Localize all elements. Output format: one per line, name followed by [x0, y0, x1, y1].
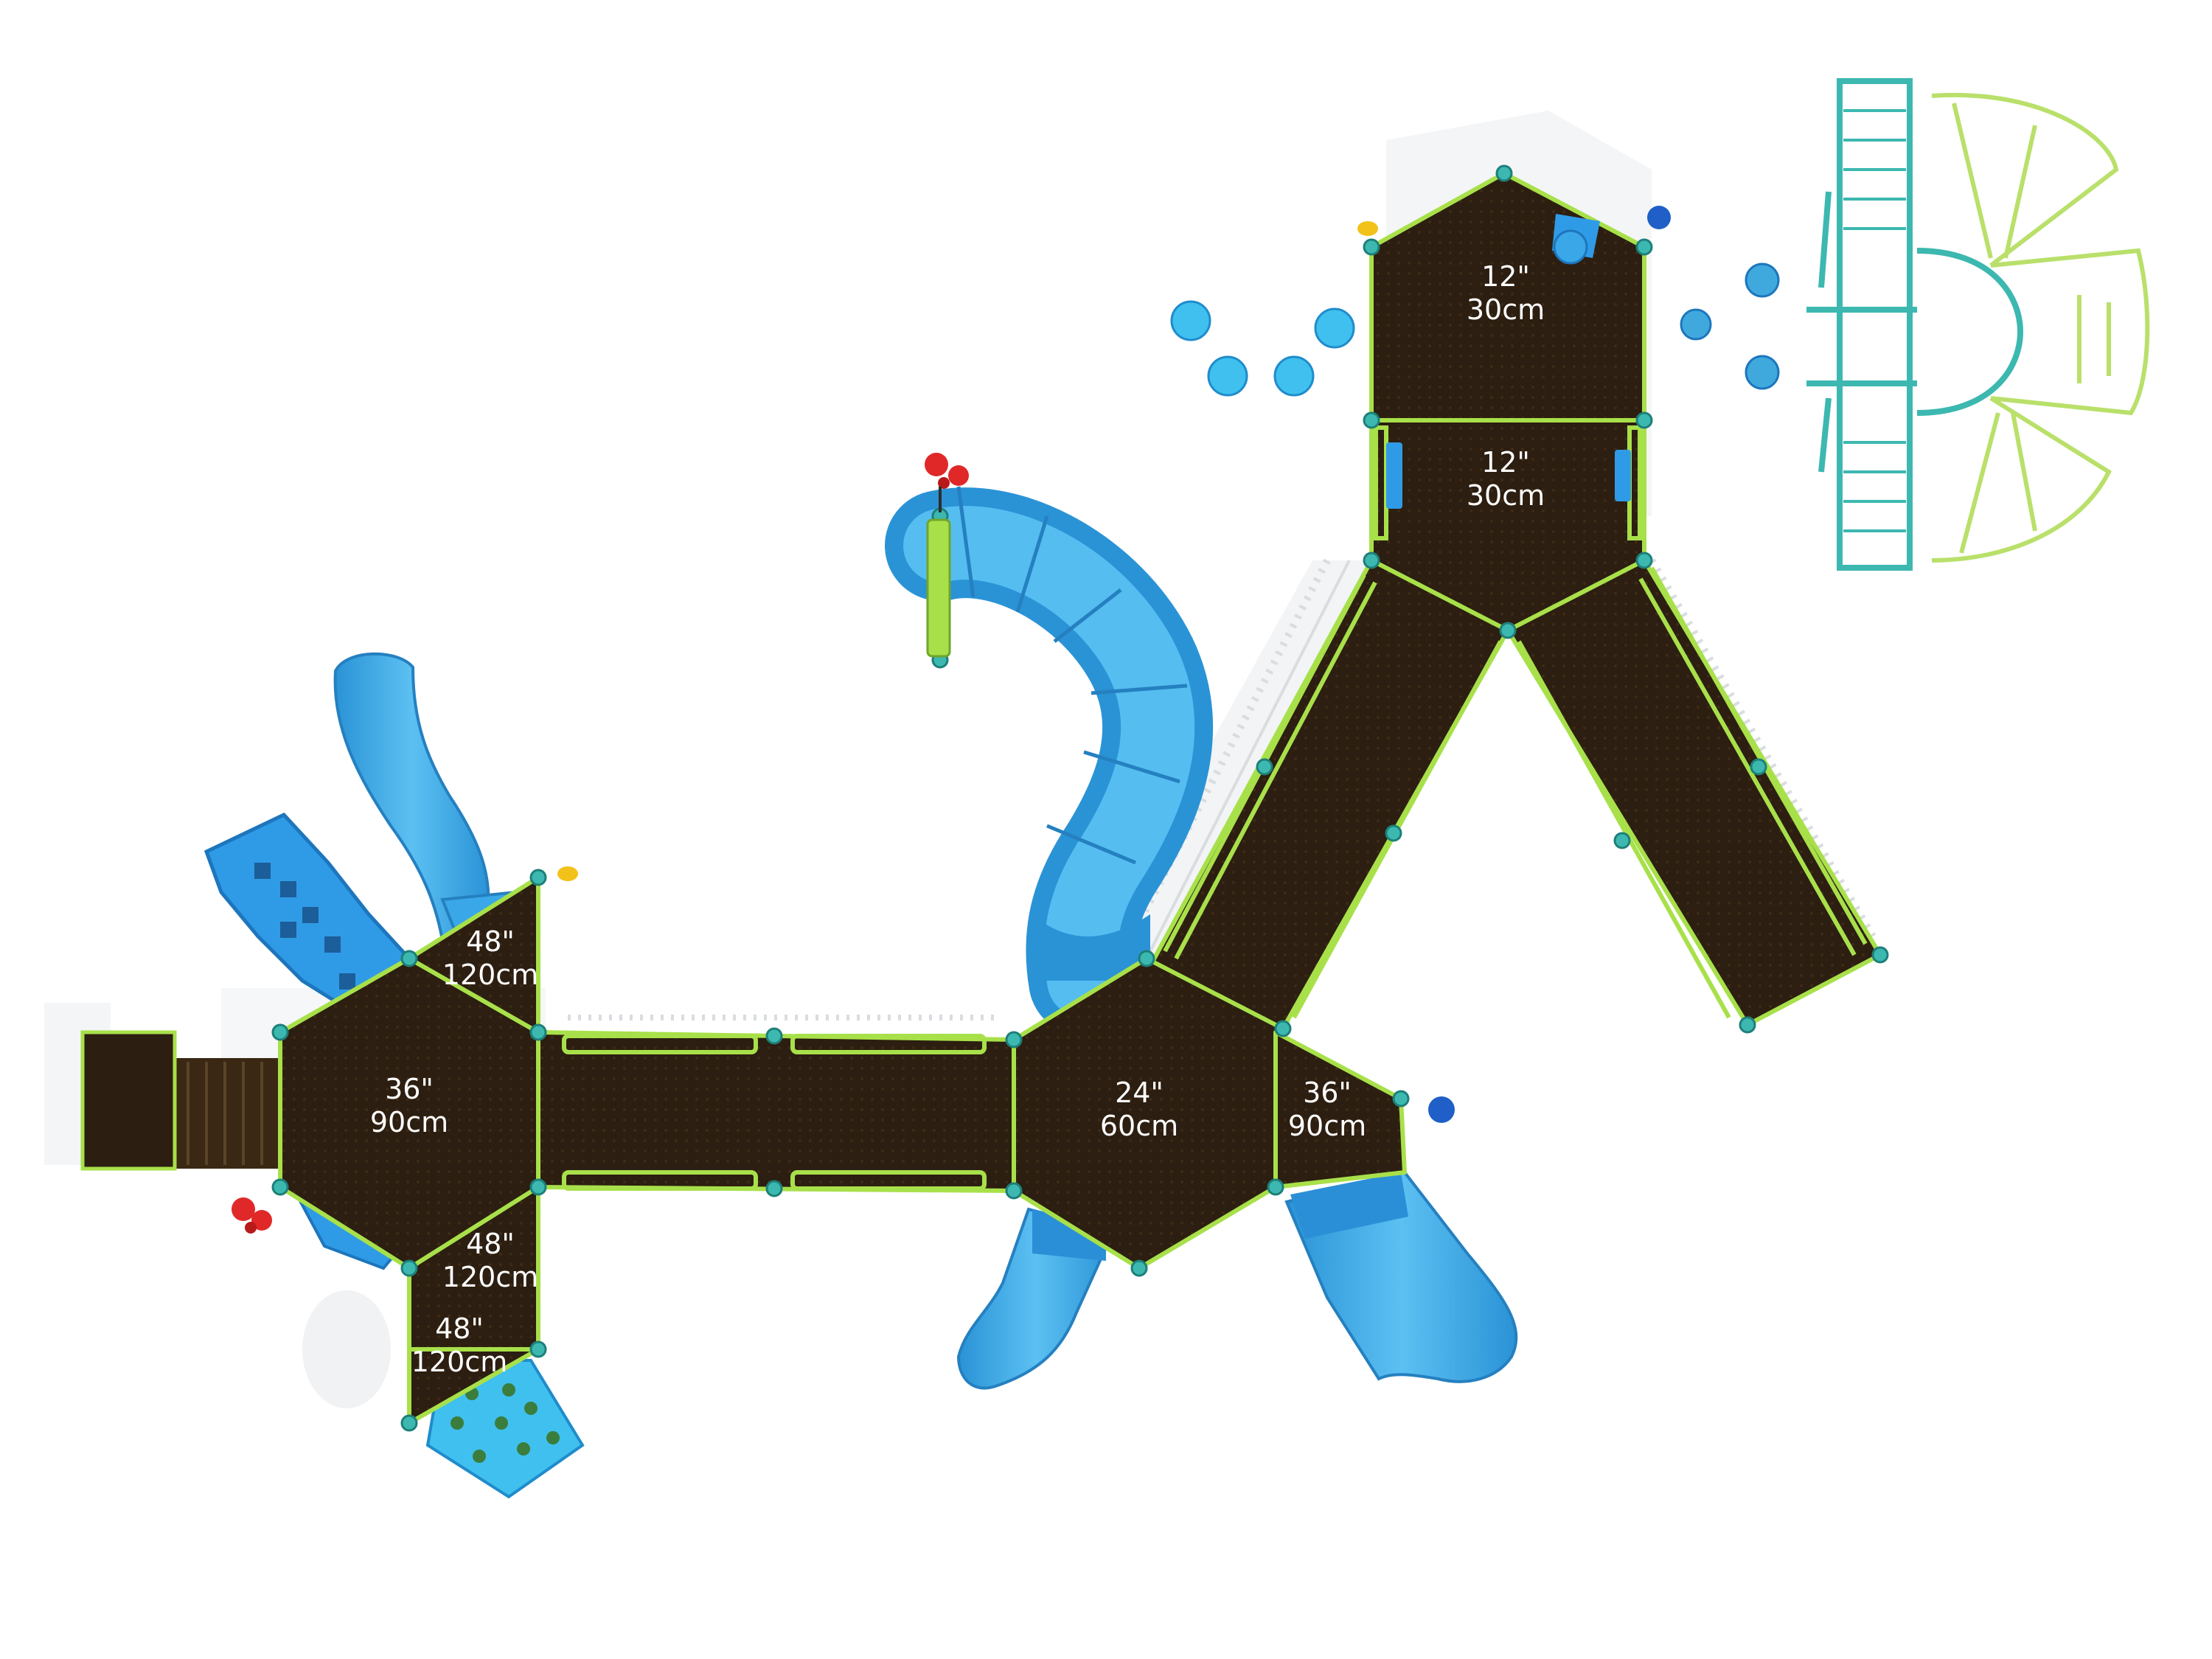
- label-metric: 30cm: [1467, 293, 1545, 326]
- label-imperial: 48": [435, 1312, 484, 1345]
- slide-bottom-right: [1284, 1170, 1518, 1383]
- label-deck-48-upper-left: 48" 120cm: [442, 925, 538, 991]
- tube-slide-entry: [926, 518, 951, 658]
- deck-36-right-shape: [1273, 1030, 1407, 1189]
- label-metric: 120cm: [442, 959, 538, 991]
- ramp-railings: [568, 558, 1877, 1020]
- label-imperial: 48": [466, 925, 515, 958]
- stepping-pods: [1170, 300, 1355, 397]
- label-deck-12-middle: 12" 30cm: [1467, 446, 1545, 512]
- label-imperial: 24": [1115, 1077, 1164, 1109]
- label-metric: 90cm: [370, 1106, 448, 1138]
- label-imperial: 48": [466, 1228, 515, 1260]
- label-imperial: 12": [1481, 260, 1530, 293]
- deck-platforms: [278, 171, 1882, 1425]
- label-imperial: 12": [1481, 446, 1530, 479]
- label-metric: 30cm: [1467, 479, 1545, 512]
- tube-slide: [885, 486, 1213, 1036]
- height-labels: 12" 30cm 12" 30cm 48" 120cm 36" 90cm 24"…: [370, 260, 1545, 1378]
- support-posts: [271, 164, 1889, 1432]
- deck-48-upper-left-shape: [407, 875, 540, 1034]
- red-spinner-top: [925, 453, 969, 512]
- label-deck-48-lower-left: 48" 120cm: [442, 1228, 538, 1293]
- label-deck-12-top: 12" 30cm: [1467, 260, 1545, 326]
- red-spinner-left: [232, 1197, 272, 1234]
- label-deck-48-bottom-left: 48" 120cm: [411, 1312, 507, 1378]
- label-metric: 120cm: [411, 1346, 507, 1378]
- label-imperial: 36": [385, 1073, 434, 1105]
- label-metric: 90cm: [1288, 1110, 1366, 1142]
- label-deck-36-right: 36" 90cm: [1288, 1077, 1366, 1142]
- deck-bridge: [536, 1030, 1016, 1193]
- rock-climber-bottom-left: [425, 1359, 585, 1499]
- activity-panels-middle: [1386, 442, 1631, 509]
- label-metric: 120cm: [442, 1261, 538, 1293]
- arch-climber-right: [1680, 78, 2150, 571]
- deck-48-bottom-left-shape: [407, 1347, 540, 1425]
- label-deck-24-center: 24" 60cm: [1100, 1077, 1178, 1142]
- telescope-toy: [1552, 214, 1600, 265]
- label-metric: 60cm: [1100, 1110, 1178, 1142]
- yellow-steering-wheels: [557, 221, 1378, 881]
- entry-stairs: [80, 1030, 278, 1171]
- label-deck-36-left: 36" 90cm: [370, 1073, 448, 1138]
- blue-balls: [1428, 206, 1671, 1123]
- label-imperial: 36": [1303, 1077, 1352, 1109]
